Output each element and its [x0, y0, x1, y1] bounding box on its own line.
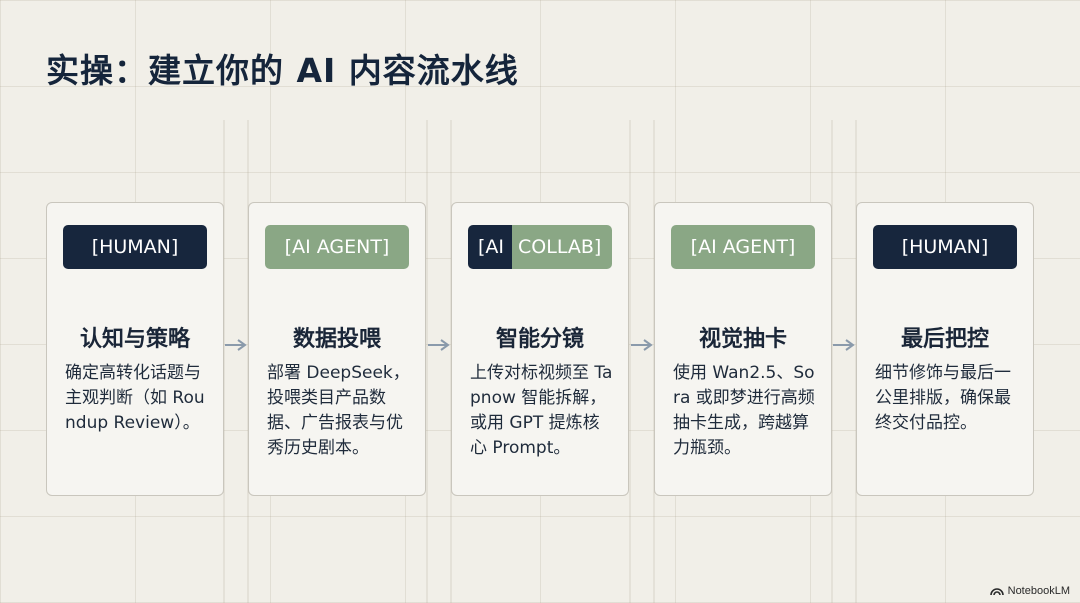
- page-title: 实操：建立你的 AI 内容流水线: [46, 51, 519, 90]
- pipeline-step-4: [AI AGENT] 视觉抽卡 使用 Wan2.5、Sora 或即梦进行高频抽卡…: [654, 202, 832, 496]
- notebooklm-logo-icon: [989, 588, 1004, 596]
- arrow-right-icon: [428, 339, 450, 351]
- arrow-right-icon: [225, 339, 247, 351]
- step-title: 认知与策略: [79, 327, 190, 352]
- arrow-right-icon: [631, 339, 653, 351]
- pipeline-step-5: [HUMAN] 最后把控 细节修饰与最后一公里排版，确保最终交付品控。: [856, 202, 1034, 496]
- step-title: 最后把控: [900, 327, 989, 352]
- step-description: 确定高转化话题与主观判断（如 Roundup Review）。: [65, 363, 205, 433]
- step-title: 智能分镜: [495, 327, 584, 352]
- role-badge-ai-agent: [AI AGENT]: [265, 225, 409, 269]
- badge-right-segment: COLLAB]: [512, 225, 612, 269]
- pipeline-step-3: [AI COLLAB] 智能分镜 上传对标视频至 Tapnow 智能拆解，或用 …: [451, 202, 629, 496]
- logo-text: NotebookLM: [1007, 585, 1070, 597]
- notebooklm-logo: NotebookLM: [989, 585, 1070, 597]
- step-description: 细节修饰与最后一公里排版，确保最终交付品控。: [875, 363, 1011, 433]
- arrow-right-icon: [833, 339, 855, 351]
- badge-left-segment: [AI: [468, 225, 513, 269]
- role-badge-human: [HUMAN]: [63, 225, 207, 269]
- role-badge-ai-agent: [AI AGENT]: [671, 225, 815, 269]
- role-badge-ai-collab: [AI COLLAB]: [468, 225, 612, 269]
- step-description: 部署 DeepSeek，投喂类目产品数据、广告报表与优秀历史剧本。: [267, 363, 410, 458]
- pipeline-step-1: [HUMAN] 认知与策略 确定高转化话题与主观判断（如 Roundup Rev…: [46, 202, 224, 496]
- role-badge-human: [HUMAN]: [873, 225, 1017, 269]
- step-title: 视觉抽卡: [698, 327, 787, 352]
- step-description: 使用 Wan2.5、Sora 或即梦进行高频抽卡生成，跨越算力瓶颈。: [673, 363, 815, 458]
- step-description: 上传对标视频至 Tapnow 智能拆解，或用 GPT 提炼核心 Prompt。: [470, 363, 613, 458]
- step-title: 数据投喂: [292, 327, 381, 352]
- pipeline-step-2: [AI AGENT] 数据投喂 部署 DeepSeek，投喂类目产品数据、广告报…: [248, 202, 426, 496]
